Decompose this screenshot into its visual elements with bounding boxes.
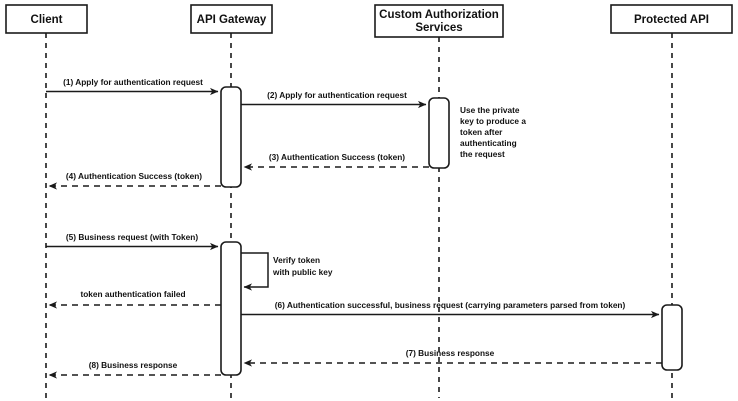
- message-self-verify-token-arrow[interactable]: [241, 252, 269, 291]
- note-private-key-line-4: authenticating: [460, 138, 517, 148]
- participant-label-custom-auth-line1: Custom Authorization: [379, 9, 499, 21]
- message-4[interactable]: (4) Authentication Success (token): [48, 171, 221, 190]
- activation-api-gateway-business: [220, 241, 242, 376]
- message-6-label: (6) Authentication successful, business …: [275, 300, 626, 310]
- participant-label-protected-api: Protected API: [634, 14, 709, 26]
- message-5-label: (5) Business request (with Token): [66, 232, 198, 242]
- participant-box-api-gateway[interactable]: [190, 4, 273, 34]
- message-3[interactable]: (3) Authentication Success (token): [243, 152, 429, 171]
- participant-label-custom-auth-line2: Services: [415, 22, 462, 34]
- note-private-key-line-3: token after: [460, 127, 503, 137]
- activation-api-gateway-auth: [220, 86, 242, 188]
- note-private-key-line-5: the request: [460, 149, 505, 159]
- note-private-key: Use the private key to produce a token a…: [460, 105, 526, 159]
- lifelines: [45, 33, 673, 398]
- message-5[interactable]: (5) Business request (with Token): [46, 232, 219, 251]
- message-7-label: (7) Business response: [406, 348, 495, 358]
- activation-custom-auth: [428, 97, 450, 169]
- participant-box-protected-api[interactable]: [610, 4, 733, 34]
- message-token-auth-failed-label: token authentication failed: [80, 289, 185, 299]
- message-6[interactable]: (6) Authentication successful, business …: [241, 300, 660, 319]
- message-8-label: (8) Business response: [89, 360, 178, 370]
- activation-protected-api: [661, 304, 683, 371]
- participant-client[interactable]: Client: [5, 4, 88, 34]
- message-self-verify-token-label-line2: with public key: [272, 267, 333, 277]
- participant-box-custom-auth[interactable]: [374, 4, 504, 38]
- message-self-verify-token[interactable]: Verify token with public key: [241, 252, 333, 291]
- note-private-key-line-2: key to produce a: [460, 116, 526, 126]
- activation-bars: [220, 86, 683, 376]
- participant-box-client[interactable]: [5, 4, 88, 34]
- message-4-label: (4) Authentication Success (token): [66, 171, 202, 181]
- participant-api-gateway[interactable]: API Gateway: [190, 4, 273, 34]
- message-2-label: (2) Apply for authentication request: [267, 90, 407, 100]
- message-token-auth-failed[interactable]: token authentication failed: [48, 289, 221, 309]
- participant-label-client: Client: [31, 14, 63, 26]
- message-8[interactable]: (8) Business response: [48, 360, 221, 379]
- message-1[interactable]: (1) Apply for authentication request: [46, 77, 219, 96]
- note-private-key-line-1: Use the private: [460, 105, 520, 115]
- message-2[interactable]: (2) Apply for authentication request: [241, 90, 427, 109]
- participant-custom-auth[interactable]: Custom Authorization Services: [374, 4, 504, 38]
- message-3-label: (3) Authentication Success (token): [269, 152, 405, 162]
- participant-label-api-gateway: API Gateway: [197, 14, 267, 26]
- message-7[interactable]: (7) Business response: [243, 348, 662, 367]
- participant-protected-api[interactable]: Protected API: [610, 4, 733, 34]
- message-1-label: (1) Apply for authentication request: [63, 77, 203, 87]
- message-self-verify-token-label-line1: Verify token: [273, 255, 320, 265]
